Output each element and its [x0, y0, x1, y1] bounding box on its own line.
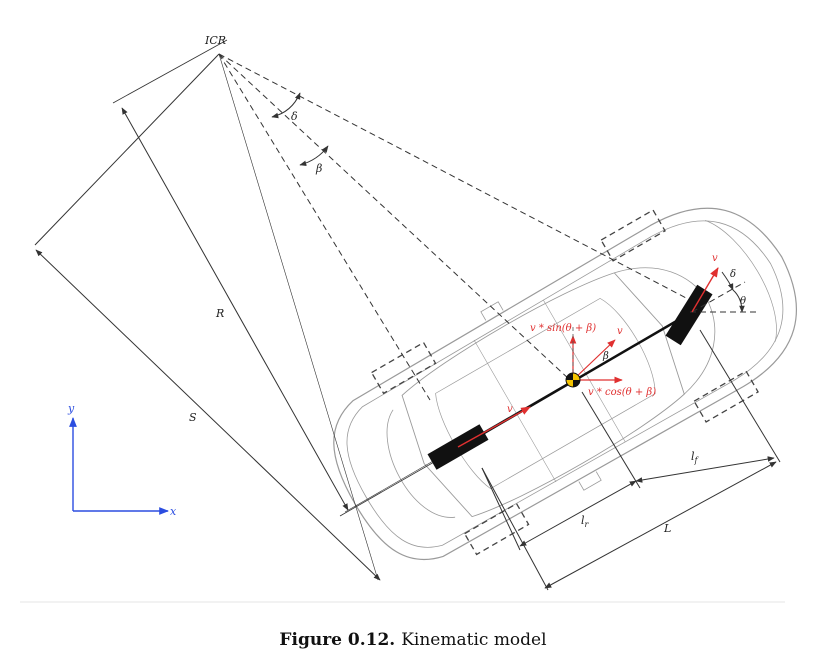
r-extension-line — [112, 39, 228, 104]
car-body — [333, 207, 797, 561]
L-dimension-line — [544, 461, 777, 589]
s-label: S — [189, 411, 197, 424]
lr-label: lr — [581, 514, 590, 529]
y-axis-label: y — [67, 402, 75, 415]
x-axis-label: x — [170, 505, 177, 518]
r-dimension-line — [121, 107, 349, 511]
delta-angle-arc — [271, 92, 301, 119]
lf-dimension-line — [635, 456, 775, 483]
v-small-label: v — [617, 326, 623, 337]
rear-velocity-vector — [457, 406, 531, 448]
front-velocity-vector — [691, 267, 719, 313]
icr-dashed-line-front — [218, 53, 691, 301]
icr-dashed-line-rear — [218, 53, 431, 401]
center-of-gravity-marker — [565, 372, 581, 388]
figure-caption: Figure 0.12.Kinematic model — [0, 630, 826, 650]
car-dimensions — [481, 329, 781, 591]
beta-cg-label: β — [602, 351, 609, 362]
v-sin-label: v * sin(θ + β) — [530, 323, 596, 334]
theta-label: θ — [740, 296, 746, 307]
front-velocity-label: v — [712, 253, 718, 264]
figure-number: Figure 0.12. — [279, 630, 396, 650]
icr-dashed-line-cg — [218, 53, 571, 381]
front-wheel — [665, 284, 713, 346]
front-heading-dashed — [691, 281, 746, 313]
r-label: R — [215, 307, 224, 320]
v-cos-label: v * cos(θ + β) — [588, 387, 656, 398]
kinematic-model-figure: ICR δ β R S y x v δ θ v * sin(θ + β) v β… — [20, 34, 797, 603]
icr-to-rear-axle-line — [218, 53, 379, 581]
cg-velocity-vector — [572, 339, 616, 381]
icr-lines — [34, 53, 691, 581]
front-delta-arc — [721, 271, 734, 291]
s-dimension-line — [35, 249, 381, 581]
icr-solid-line-to-rear — [34, 53, 220, 246]
front-delta-label: δ — [730, 269, 736, 280]
beta-top-label: β — [315, 162, 322, 175]
delta-top-label: δ — [291, 110, 298, 123]
theta-angle-arc — [732, 289, 745, 313]
icr-label: ICR — [204, 34, 226, 47]
lr-dimension-line — [519, 480, 637, 547]
lf-label: lf — [691, 450, 700, 465]
L-label: L — [663, 522, 671, 535]
rear-velocity-label: v — [507, 404, 513, 415]
figure-caption-text: Kinematic model — [401, 630, 547, 650]
beta-angle-arc — [299, 145, 329, 167]
